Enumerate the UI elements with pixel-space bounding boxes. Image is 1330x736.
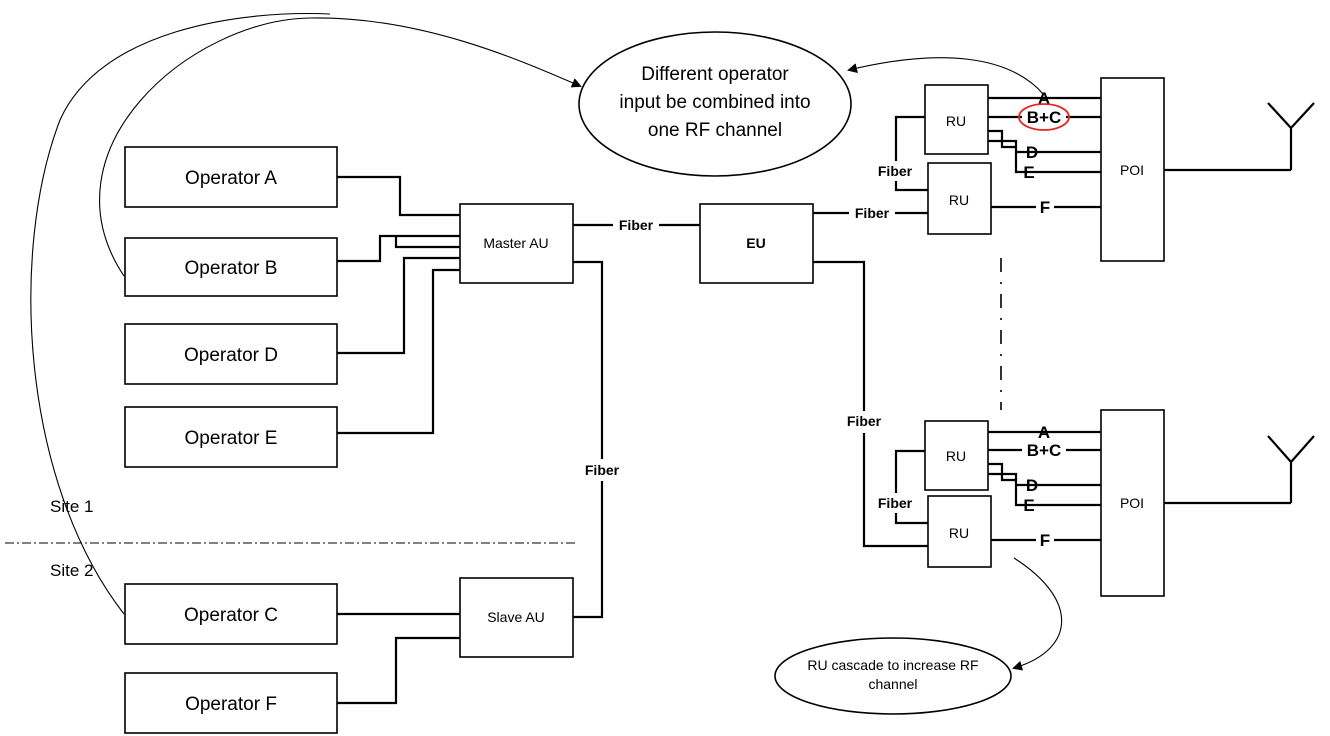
ru-lower-2 [927, 495, 992, 568]
master-au-label: Master AU [483, 235, 548, 251]
site-2-label: Site 2 [50, 561, 93, 580]
fiber-label-ru-cascade-upper: Fiber [878, 163, 913, 179]
slave-au-label: Slave AU [487, 609, 545, 625]
cascade-callout: RU cascade to increase RF channel [774, 637, 1012, 715]
operator-c-label: Operator C [184, 605, 278, 626]
cascade-callout-line-1: RU cascade to increase RF [807, 657, 978, 673]
curve-bc-to-callout [847, 57, 1045, 96]
fiber-label-ru-cascade-lower: Fiber [878, 495, 913, 511]
poi-upper [1100, 77, 1165, 262]
operator-d-block: Operator D [124, 323, 338, 385]
ru-upper-1-label: RU [946, 113, 966, 129]
channel-a-upper: A [1038, 89, 1050, 108]
channel-f-upper: F [1040, 198, 1050, 217]
combine-callout-line-1: Different operator [641, 64, 789, 85]
operator-c-block: Operator C [124, 583, 338, 645]
site-divider: Site 1 Site 2 [5, 497, 578, 580]
fiber-label-master-eu: Fiber [619, 217, 654, 233]
ru-lower-1 [924, 420, 989, 491]
operator-to-slave-wiring [337, 612, 460, 705]
poi-lower-label: POI [1120, 495, 1144, 511]
poi-lower [1100, 409, 1165, 597]
channel-bc-upper: B+C [1027, 108, 1061, 127]
eu-upper-ru-fiber: Fiber [813, 204, 928, 224]
ru-upper-1 [924, 84, 989, 155]
combine-callout-bubble [578, 31, 852, 177]
channel-d-lower: D [1026, 476, 1038, 495]
channel-d-upper: D [1026, 143, 1038, 162]
operator-a-label: Operator A [185, 168, 277, 189]
master-slave-fiber: Fiber [573, 260, 626, 619]
channel-e-lower: E [1023, 496, 1034, 515]
master-au-block: Master AU [459, 203, 574, 284]
combine-callout-line-2: input be combined into [619, 92, 810, 113]
highlight-ellipse [1018, 103, 1070, 131]
antenna-upper-icon [1267, 102, 1315, 170]
channel-f-lower: F [1040, 531, 1050, 550]
ru-lower-1-label: RU [946, 448, 966, 464]
operator-e-block: Operator E [124, 406, 338, 468]
lower-ru-group: RU RU Fiber A B+C D E F POI [872, 409, 1315, 597]
cascade-callout-line-2: channel [868, 676, 917, 692]
operator-d-label: Operator D [184, 345, 278, 366]
ru-lower-2-label: RU [949, 525, 969, 541]
curve-ru-to-cascade-callout [1012, 557, 1063, 671]
slave-au-block: Slave AU [459, 577, 574, 658]
eu-label: EU [746, 235, 765, 251]
master-eu-fiber: Fiber [573, 216, 700, 236]
combine-callout-line-3: one RF channel [648, 120, 782, 141]
cascade-callout-bubble [774, 637, 1012, 715]
operator-b-label: Operator B [185, 258, 278, 279]
antenna-lower-icon [1267, 435, 1315, 503]
channel-e-upper: E [1023, 163, 1034, 182]
fiber-label-eu-ru-upper: Fiber [855, 205, 890, 221]
annotation-curves [30, 13, 1063, 671]
poi-upper-label: POI [1120, 162, 1144, 178]
eu-block: EU [699, 203, 814, 284]
site-1-label: Site 1 [50, 497, 93, 516]
upper-ru-group: RU RU Fiber A B+C D E F POI [872, 77, 1315, 262]
operator-f-block: Operator F [124, 672, 338, 734]
ru-upper-2 [927, 162, 992, 235]
channel-a-lower: A [1038, 423, 1050, 442]
fiber-label-eu-ru-lower: Fiber [847, 413, 882, 429]
curve-operator-b-to-callout [99, 17, 582, 277]
curve-operator-c-to-callout [30, 13, 331, 615]
operator-b-block: Operator B [124, 237, 338, 297]
operator-a-block: Operator A [124, 146, 338, 208]
combine-callout: Different operator input be combined int… [578, 31, 852, 177]
eu-lower-ru-fiber: Fiber [813, 260, 928, 548]
operator-f-label: Operator F [185, 694, 277, 715]
channel-bc-lower: B+C [1027, 441, 1061, 460]
ru-upper-2-label: RU [949, 192, 969, 208]
fiber-label-master-slave: Fiber [585, 462, 620, 478]
operator-e-label: Operator E [185, 428, 278, 449]
operator-to-master-wiring [337, 175, 460, 435]
